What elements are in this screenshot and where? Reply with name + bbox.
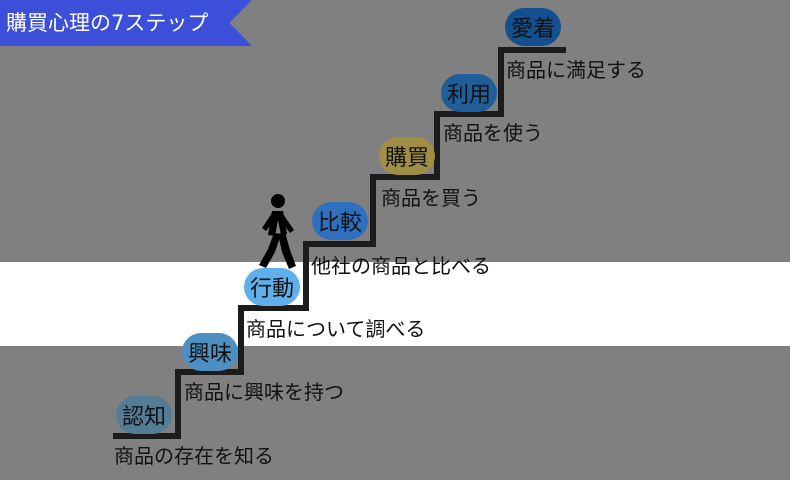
title-banner: 購買心理の7ステップ: [0, 0, 252, 46]
step-2-description: 商品に興味を持つ: [184, 380, 344, 404]
step-7-label: 愛着: [510, 17, 555, 42]
step-2-label: 興味: [187, 342, 232, 367]
step-6-badge: 利用: [441, 74, 497, 112]
step-4-badge: 比較: [312, 202, 368, 240]
walking-person-icon: [259, 194, 296, 269]
step-1-label: 認知: [121, 405, 166, 430]
step-7-description: 商品に満足する: [506, 58, 646, 82]
step-4-label: 比較: [317, 211, 362, 236]
step-6-description: 商品を使う: [443, 121, 543, 145]
page-title: 購買心理の7ステップ: [6, 11, 209, 35]
step-5-description: 商品を買う: [381, 186, 481, 210]
step-3-description: 商品について調べる: [246, 317, 426, 341]
background-band-middle: [0, 262, 790, 346]
step-5-label: 購買: [384, 146, 429, 171]
step-1-description: 商品の存在を知る: [114, 444, 274, 468]
step-6-label: 利用: [446, 83, 491, 108]
step-5-badge: 購買: [379, 137, 435, 175]
step-2-badge: 興味: [182, 333, 238, 371]
step-3-label: 行動: [249, 277, 294, 302]
staircase-line: [113, 47, 566, 439]
step-1-badge: 認知: [116, 396, 172, 434]
step-4-description: 他社の商品と比べる: [311, 254, 491, 278]
step-7-badge: 愛着: [505, 8, 561, 46]
step-3-badge: 行動: [244, 268, 300, 306]
